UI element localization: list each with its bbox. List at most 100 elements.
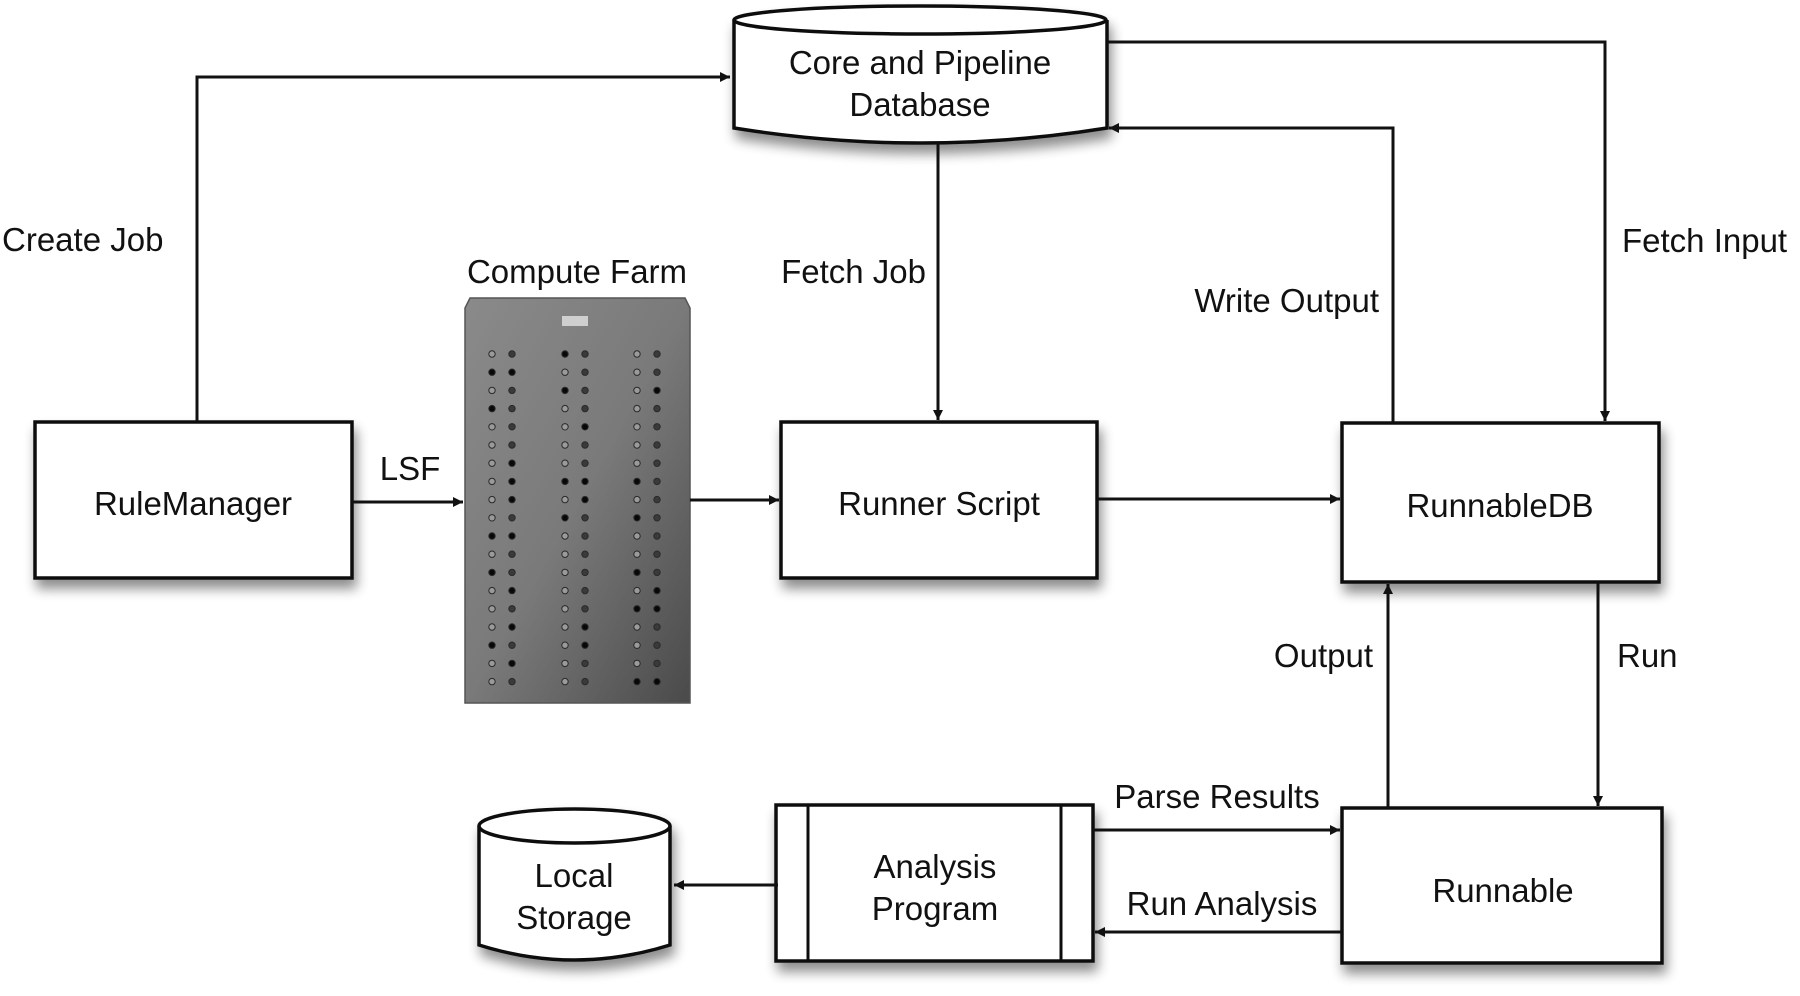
rack-status-light xyxy=(653,423,661,431)
rack-status-light xyxy=(653,404,661,413)
rack-status-light xyxy=(508,495,516,504)
rack-status-light xyxy=(633,677,641,686)
rack-status-light xyxy=(653,368,661,376)
rack-status-light xyxy=(561,641,569,649)
rack-status-light xyxy=(633,532,641,540)
rack-status-light xyxy=(581,368,589,376)
node-analysis-program[interactable] xyxy=(774,803,1095,963)
rack-status-light xyxy=(561,659,569,668)
rack-status-light xyxy=(581,568,589,577)
rack-status-light xyxy=(581,659,589,668)
rack-status-light xyxy=(508,550,516,558)
rack-status-light xyxy=(508,532,516,540)
rack-status-light xyxy=(508,586,516,595)
rack-status-light xyxy=(633,441,641,449)
edge-write-output-line xyxy=(1109,123,1395,423)
edge-create-job-line xyxy=(195,72,730,422)
rack-status-light xyxy=(581,641,589,649)
rack-status-light xyxy=(633,623,641,631)
node-core-db-label-line2: Database xyxy=(849,86,990,123)
rack-status-light xyxy=(581,514,589,522)
rack-status-light xyxy=(561,386,569,395)
rack-status-light xyxy=(581,350,589,358)
server-rack-icon xyxy=(464,297,691,704)
rack-status-light xyxy=(633,641,641,649)
rack-status-light xyxy=(653,550,661,558)
rack-status-light xyxy=(581,423,589,431)
node-runnable-db-label: RunnableDB xyxy=(1406,487,1593,524)
rack-status-light xyxy=(561,441,569,449)
rack-status-light xyxy=(633,459,641,467)
node-core-db-label-line1: Core and Pipeline xyxy=(789,44,1051,81)
rack-status-light xyxy=(653,568,661,577)
rack-status-light xyxy=(488,423,496,431)
node-analysis-program-label-line1: Analysis xyxy=(874,848,997,885)
rack-status-light xyxy=(633,514,641,522)
rack-status-lights xyxy=(488,350,661,686)
rack-status-light xyxy=(561,423,569,431)
rack-status-light xyxy=(561,550,569,558)
rack-status-light xyxy=(633,550,641,558)
rack-status-light xyxy=(653,386,661,395)
rack-status-light xyxy=(633,495,641,504)
rack-status-light xyxy=(508,514,516,522)
rack-status-light xyxy=(508,605,516,613)
rack-status-light xyxy=(508,404,516,413)
rack-status-light xyxy=(633,386,641,395)
edge-fetch-input-label: Fetch Input xyxy=(1622,222,1787,259)
edge-create-job[interactable] xyxy=(195,72,730,422)
rack-status-light xyxy=(488,623,496,631)
rack-status-light xyxy=(633,568,641,577)
rack-status-light xyxy=(488,495,496,504)
rack-status-light xyxy=(488,350,496,358)
compute-farm-label: Compute Farm xyxy=(467,253,687,290)
edge-write-output[interactable] xyxy=(1109,123,1395,423)
rack-status-light xyxy=(653,659,661,668)
node-core-db[interactable] xyxy=(732,4,1109,145)
rack-status-light xyxy=(581,477,589,486)
rack-status-light xyxy=(653,677,661,686)
rack-status-light xyxy=(561,568,569,577)
rack-status-light xyxy=(508,368,516,376)
rack-status-light xyxy=(581,550,589,558)
rack-status-light xyxy=(653,623,661,631)
edge-fetch-job-label: Fetch Job xyxy=(781,253,926,290)
node-rule-manager[interactable] xyxy=(33,420,354,580)
rack-status-light xyxy=(488,368,496,376)
node-compute-farm[interactable] xyxy=(464,297,691,704)
rack-status-light xyxy=(488,568,496,577)
rack-status-light xyxy=(633,404,641,413)
edge-fetch-input[interactable] xyxy=(1107,40,1610,421)
rack-status-light xyxy=(581,605,589,613)
rack-status-light xyxy=(581,586,589,595)
node-runnable[interactable] xyxy=(1340,806,1664,965)
node-local-storage[interactable] xyxy=(477,807,672,962)
rack-status-light xyxy=(581,532,589,540)
node-runnable-label: Runnable xyxy=(1432,872,1573,909)
rack-status-light xyxy=(508,641,516,649)
rack-status-light xyxy=(561,404,569,413)
edge-output-label: Output xyxy=(1274,637,1373,674)
rack-status-light xyxy=(508,477,516,486)
rack-status-light xyxy=(488,404,496,413)
node-local-storage-label-line1: Local xyxy=(535,857,614,894)
rack-status-light xyxy=(488,641,496,649)
edge-run-label: Run xyxy=(1617,637,1678,674)
node-rule-manager-label: RuleManager xyxy=(94,485,292,522)
rack-status-light xyxy=(561,586,569,595)
rack-status-light xyxy=(653,350,661,358)
rack-status-light xyxy=(488,459,496,467)
rack-status-light xyxy=(488,386,496,395)
rack-status-light xyxy=(488,605,496,613)
rack-status-light xyxy=(633,350,641,358)
node-runnable-db[interactable] xyxy=(1340,421,1661,584)
rack-status-light xyxy=(653,441,661,449)
node-runner-script[interactable] xyxy=(779,420,1099,580)
rack-status-light xyxy=(488,477,496,486)
node-local-storage-label-line2: Storage xyxy=(516,899,632,936)
rack-status-light xyxy=(488,677,496,686)
rack-status-light xyxy=(508,386,516,395)
rack-status-light xyxy=(653,477,661,486)
rack-status-light xyxy=(581,677,589,686)
